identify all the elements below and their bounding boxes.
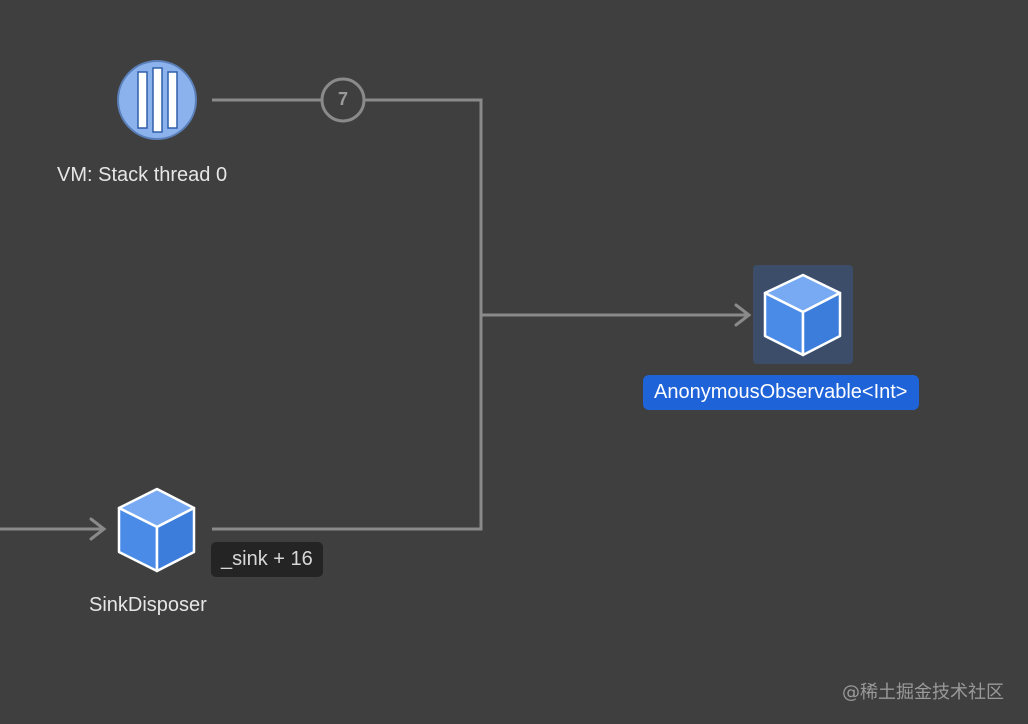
observable-node-label[interactable]: AnonymousObservable<Int> — [643, 375, 919, 410]
edge-incoming-to-disposer[interactable] — [0, 517, 107, 541]
arrowhead-icon — [89, 517, 107, 541]
edge-merge-to-observable[interactable] — [481, 303, 752, 327]
edge-disposer-to-observable[interactable] — [212, 315, 483, 531]
edge-count-badge — [320, 77, 366, 123]
thread-icon[interactable] — [117, 60, 197, 140]
reference-count: 7 — [337, 89, 348, 109]
cube-icon[interactable] — [763, 273, 842, 357]
cube-icon[interactable] — [117, 487, 196, 573]
watermark: @稀土掘金技术社区 — [842, 682, 1004, 703]
thread-node-label[interactable]: VM: Stack thread 0 — [57, 164, 228, 186]
edge-reference-tag: _sink + 16 — [211, 542, 323, 577]
arrowhead-icon — [734, 303, 752, 327]
edge-thread-to-observable[interactable] — [212, 98, 483, 315]
disposer-node-label[interactable]: SinkDisposer — [89, 594, 207, 616]
